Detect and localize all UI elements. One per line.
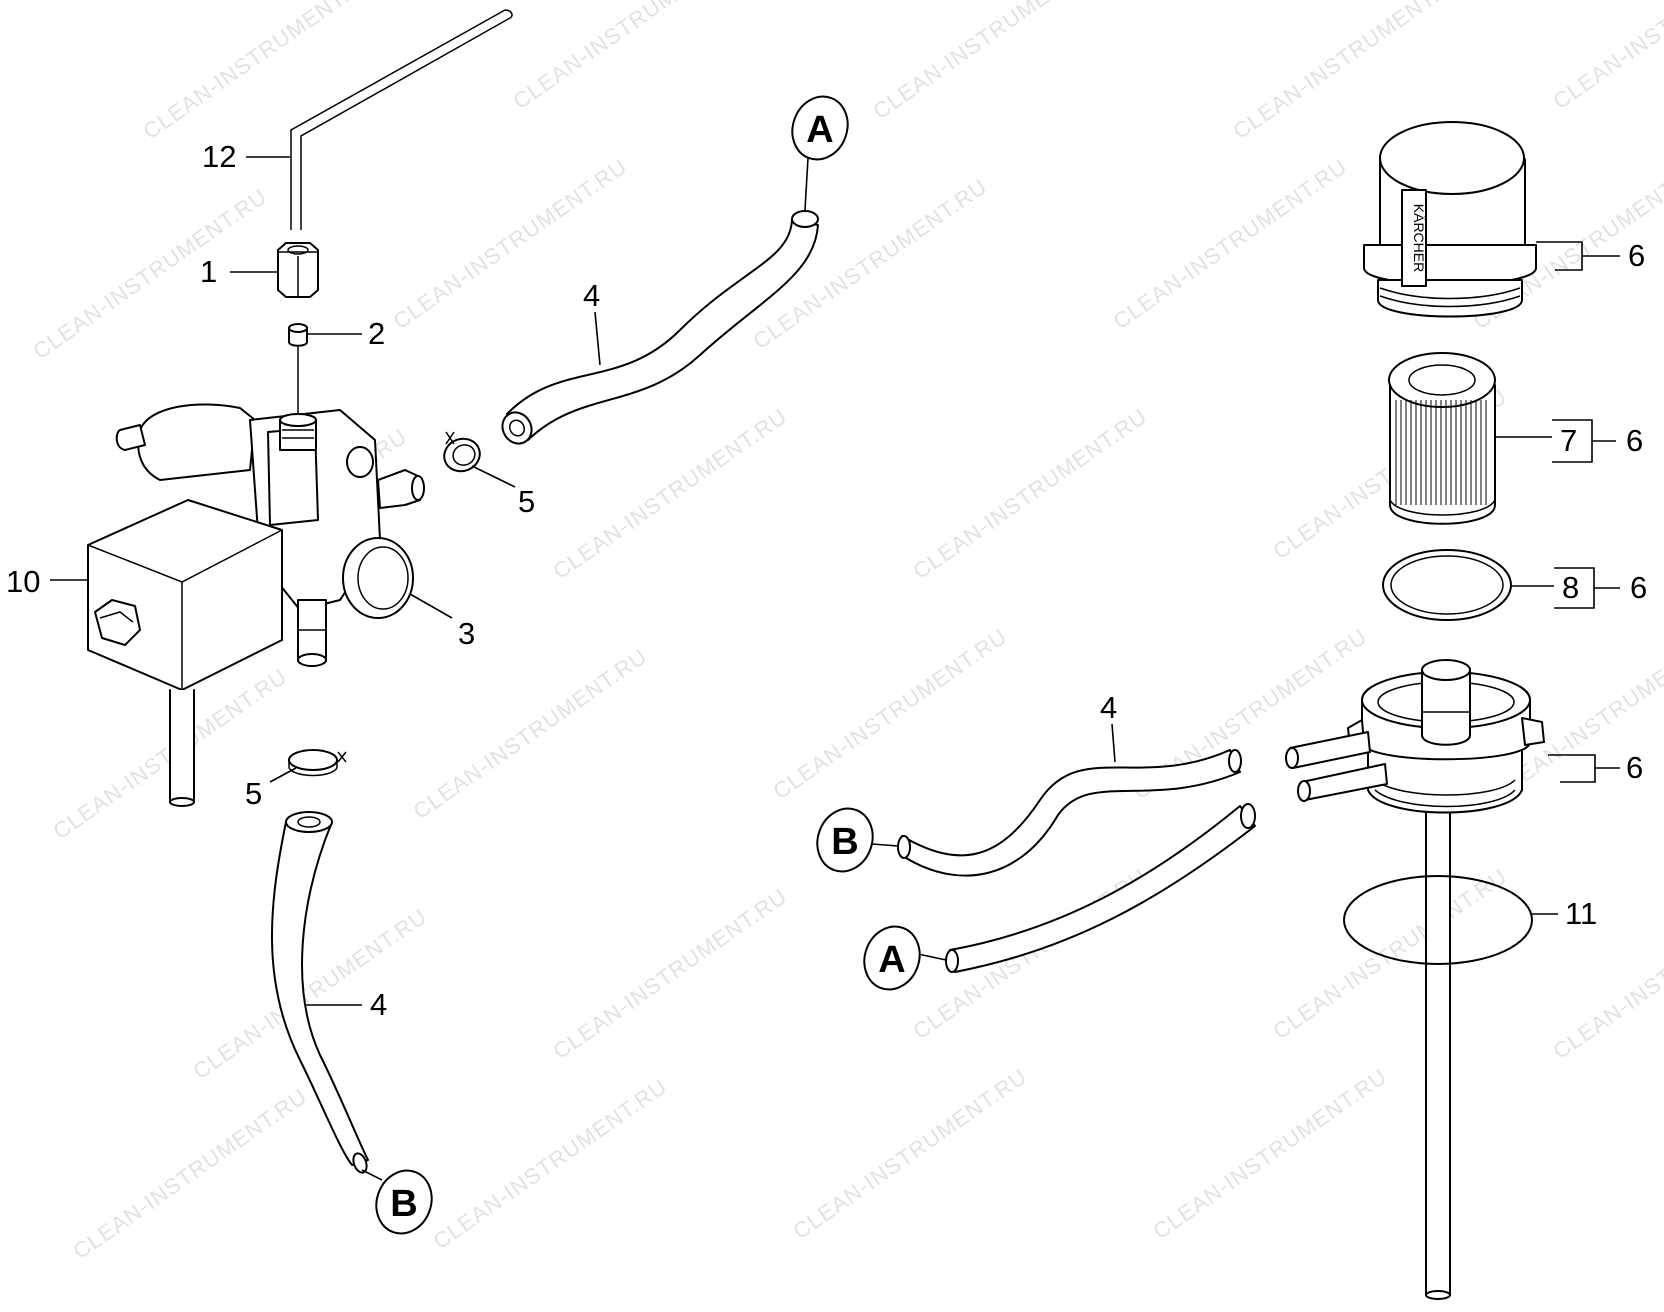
part-8-o-ring (1382, 549, 1512, 621)
part-number-labels: 12 1 2 4 5 3 10 5 4 6 7 6 8 6 6 4 11 (6, 139, 1647, 1022)
filter-cover: KÄRCHER (1363, 121, 1537, 318)
watermark-text: CLEAN-INSTRUMENT.RU (549, 883, 792, 1064)
brand-label: KÄRCHER (1411, 204, 1427, 272)
label-1: 1 (200, 254, 217, 289)
filter-housing (1285, 659, 1545, 1300)
label-5-lower: 5 (245, 776, 262, 811)
watermark-text: CLEAN-INSTRUMENT.RU (1149, 1063, 1392, 1244)
watermark-text: CLEAN-INSTRUMENT.RU (29, 183, 272, 364)
filter-pleats (1395, 400, 1487, 505)
watermark-text: CLEAN-INSTRUMENT.RU (1549, 0, 1664, 114)
watermark-text: CLEAN-INSTRUMENT.RU (909, 403, 1152, 584)
watermark-text: CLEAN-INSTRUMENT.RU (139, 0, 382, 144)
label-11: 11 (1565, 896, 1597, 931)
part-4-hose-lower (271, 811, 369, 1174)
label-5-upper: 5 (518, 484, 535, 519)
watermark-text: CLEAN-INSTRUMENT.RU (769, 623, 1012, 804)
part-2-nipple (288, 323, 308, 420)
label-4-lower: 4 (370, 987, 387, 1022)
label-12: 12 (202, 139, 236, 174)
watermark-text: CLEAN-INSTRUMENT.RU (549, 403, 792, 584)
watermark-text: CLEAN-INSTRUMENT.RU (1109, 153, 1352, 334)
label-6-ring: 6 (1630, 570, 1647, 605)
label-4-right: 4 (1100, 690, 1117, 725)
leader-lines (50, 156, 1620, 1006)
part-4-hose-right-b (897, 749, 1242, 877)
connector-b-right-label: B (831, 821, 858, 863)
connector-a-right-label: A (878, 939, 905, 981)
label-3: 3 (458, 616, 475, 651)
label-4-upper: 4 (583, 278, 600, 313)
part-4-hose-right-a (945, 803, 1256, 973)
part-5-hose-clamp-upper (443, 431, 481, 473)
connector-b-lower-label: B (390, 1183, 417, 1225)
part-11-seal-ring (1343, 875, 1533, 965)
connector-a-upper: A (791, 95, 849, 211)
watermark-text: CLEAN-INSTRUMENT.RU (1269, 863, 1512, 1044)
label-8: 8 (1562, 570, 1579, 605)
label-2: 2 (368, 316, 385, 351)
part-4-hose-upper (501, 210, 819, 445)
label-10: 10 (6, 564, 40, 599)
label-7: 7 (1560, 423, 1577, 458)
watermark-text: CLEAN-INSTRUMENT.RU (869, 0, 1112, 124)
watermark-text: CLEAN-INSTRUMENT.RU (409, 643, 652, 824)
connector-a-upper-label: A (806, 109, 833, 151)
part-7-filter-element (1388, 352, 1496, 525)
watermark-text: CLEAN-INSTRUMENT.RU (69, 1083, 312, 1264)
label-6-housing: 6 (1626, 750, 1643, 785)
connector-a-right: A (863, 925, 947, 991)
connector-b-right: B (816, 807, 899, 873)
part-12-capillary-tube (290, 9, 513, 230)
part-10-solenoid-valve (87, 403, 425, 807)
part-1-hex-nut (277, 242, 319, 298)
connector-b-lower: B (361, 1169, 433, 1235)
watermark-text: CLEAN-INSTRUMENT.RU (789, 1063, 1032, 1244)
label-6-cover: 6 (1628, 238, 1645, 273)
watermark-text: CLEAN-INSTRUMENT.RU (509, 0, 752, 114)
label-6-element: 6 (1626, 423, 1643, 458)
watermark-text: CLEAN-INSTRUMENT.RU (429, 1073, 672, 1254)
part-5-hose-clamp-lower (288, 749, 347, 777)
